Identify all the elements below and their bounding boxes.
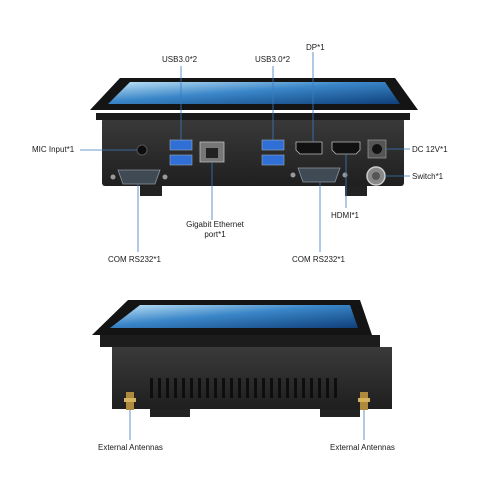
com-port-right: [290, 167, 348, 183]
label-antenna-left: External Antennas: [98, 443, 163, 452]
top-screen: [108, 82, 400, 104]
leader-lines-bottom: [129, 410, 365, 440]
bottom-screen: [110, 305, 358, 328]
top-panel-pc: [90, 78, 418, 196]
label-dp: DP*1: [306, 43, 325, 52]
label-com-left: COM RS232*1: [108, 255, 161, 264]
label-switch: Switch*1: [412, 172, 444, 181]
dp-port: [295, 141, 323, 155]
hdmi-port: [331, 141, 361, 155]
label-hdmi: HDMI*1: [331, 211, 360, 220]
label-usb-left: USB3.0*2: [162, 55, 198, 64]
antenna-left: [124, 392, 136, 410]
label-gbe-line1: Gigabit Ethernet: [186, 220, 244, 229]
mic-jack: [136, 144, 148, 156]
com-port-left: [110, 169, 168, 185]
label-usb-right: USB3.0*2: [255, 55, 291, 64]
label-antenna-right: External Antennas: [330, 443, 395, 452]
antenna-right: [358, 392, 370, 410]
label-dc: DC 12V*1: [412, 145, 448, 154]
label-gbe-line2: port*1: [204, 230, 226, 239]
vent-slots: [150, 378, 337, 398]
label-mic: MIC Input*1: [32, 145, 75, 154]
leader-lines-top: [80, 52, 410, 252]
label-gigabit-ethernet: Gigabit Ethernet port*1: [180, 220, 250, 240]
bottom-chassis: [112, 347, 392, 409]
bottom-panel-pc: [92, 300, 392, 417]
label-com-right: COM RS232*1: [292, 255, 345, 264]
